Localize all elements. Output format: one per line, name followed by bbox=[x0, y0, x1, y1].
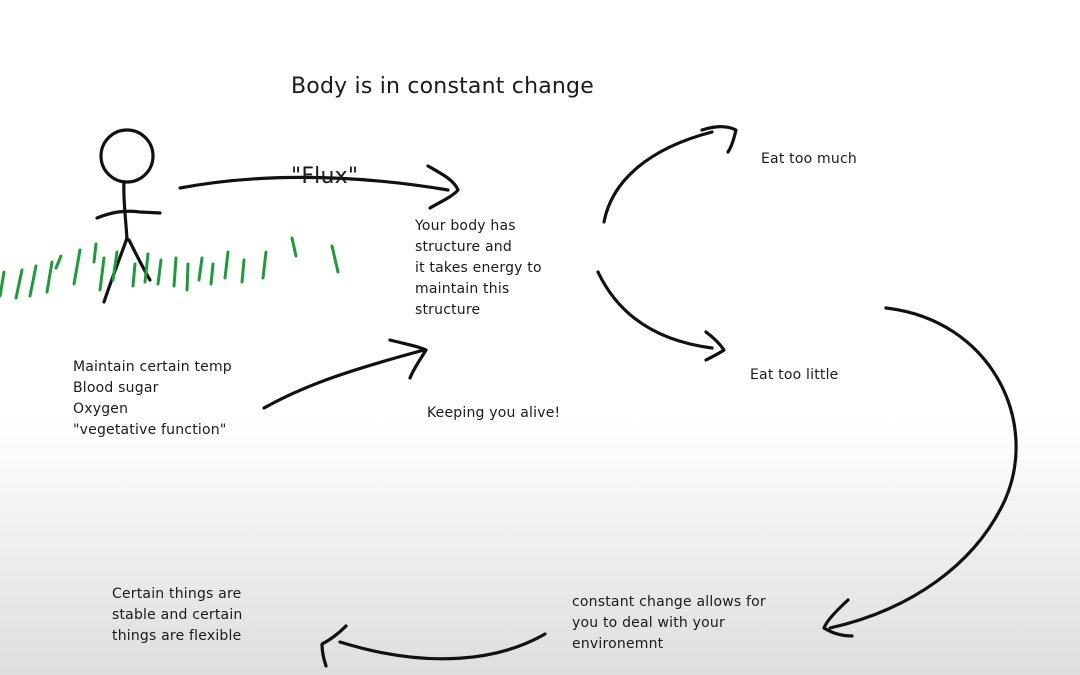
arrow-right-loop bbox=[822, 306, 1018, 638]
arrow-to-eat-too-much bbox=[602, 125, 738, 224]
grass bbox=[0, 236, 340, 300]
arrow-maintain-to-structure bbox=[262, 338, 428, 410]
note-eat-too-little: Eat too little bbox=[750, 367, 839, 383]
note-stable-flexible: Certain things are stable and certain th… bbox=[112, 586, 243, 644]
arrow-to-eat-too-little bbox=[596, 270, 726, 362]
title-line-2: "Flux" bbox=[291, 164, 359, 189]
figure-right-leg bbox=[127, 238, 152, 282]
stick-figure bbox=[95, 128, 162, 304]
note-keeping-alive: Keeping you alive! bbox=[427, 405, 561, 421]
arrow-bottom-left bbox=[320, 624, 547, 668]
note-body-structure: Your body has structure and it takes ene… bbox=[415, 218, 542, 318]
title-line-1: Body is in constant change bbox=[291, 74, 594, 99]
figure-head bbox=[99, 128, 155, 184]
note-eat-too-much: Eat too much bbox=[761, 151, 857, 167]
arrow-figure-to-structure bbox=[178, 164, 460, 210]
diagram-title: Body is in constant change "Flux" bbox=[291, 12, 594, 222]
figure-arms bbox=[95, 209, 162, 220]
note-constant-change: constant change allows for you to deal w… bbox=[572, 594, 766, 652]
note-maintain-functions: Maintain certain temp Blood sugar Oxygen… bbox=[73, 359, 232, 438]
